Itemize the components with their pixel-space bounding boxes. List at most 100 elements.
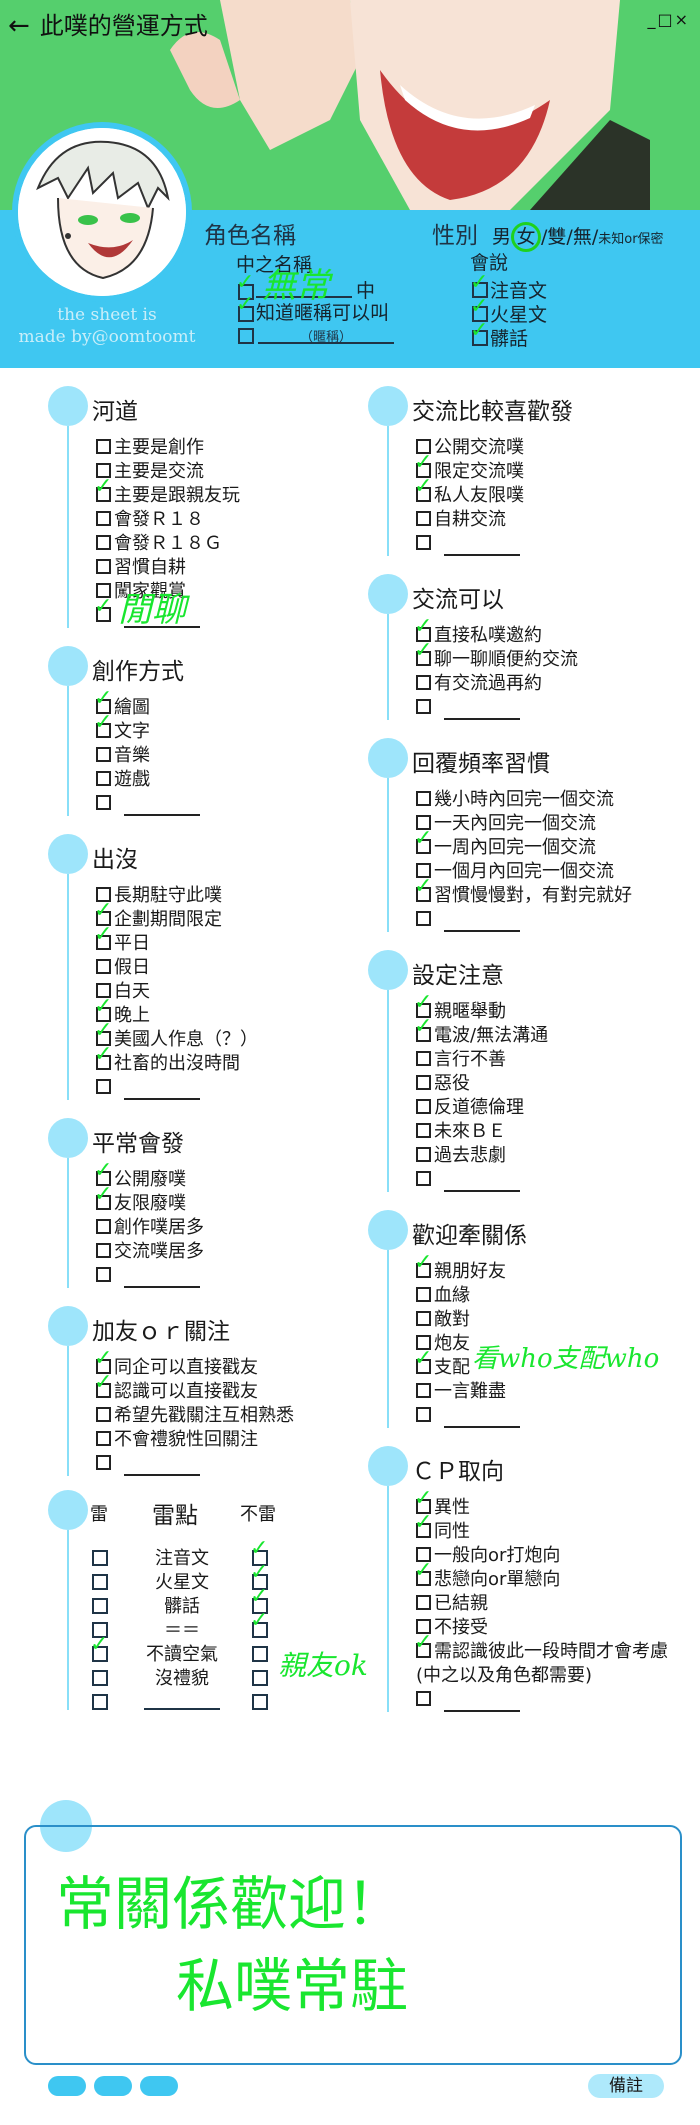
speaks-checkbox[interactable]	[472, 282, 488, 298]
thunder-checkbox[interactable]	[92, 1670, 108, 1686]
option-row[interactable]: 已結親	[416, 1592, 488, 1616]
option-checkbox[interactable]	[96, 1055, 111, 1070]
option-blank-line[interactable]	[124, 1458, 200, 1476]
option-checkbox[interactable]	[416, 1075, 431, 1090]
option-checkbox[interactable]	[96, 959, 111, 974]
option-row[interactable]: 反道德倫理	[416, 1096, 524, 1120]
option-row[interactable]: (中之以及角色都需要)	[416, 1664, 592, 1688]
option-checkbox[interactable]	[96, 1383, 111, 1398]
option-row[interactable]: 繪圖	[96, 696, 150, 720]
option-checkbox[interactable]	[416, 1359, 431, 1374]
option-checkbox[interactable]	[96, 935, 111, 950]
option-checkbox[interactable]	[416, 791, 431, 806]
option-row[interactable]: 文字	[96, 720, 150, 744]
option-checkbox[interactable]	[416, 1311, 431, 1326]
option-checkbox[interactable]	[96, 1267, 111, 1282]
gender-unknown[interactable]: 未知or保密	[598, 232, 664, 247]
option-checkbox[interactable]	[96, 771, 111, 786]
option-row[interactable]: 惡役	[416, 1072, 470, 1096]
option-row[interactable]: 電波/無法溝通	[416, 1024, 548, 1048]
nickname-blank-checkbox[interactable]	[238, 328, 254, 344]
option-row[interactable]: 音樂	[96, 744, 150, 768]
option-row[interactable]: 公開廢噗	[96, 1168, 186, 1192]
option-row[interactable]: 有交流過再約	[416, 672, 542, 696]
option-row[interactable]: 自耕交流	[416, 508, 506, 532]
window-controls[interactable]: _□×	[647, 10, 690, 29]
option-checkbox[interactable]	[96, 1219, 111, 1234]
option-checkbox[interactable]	[96, 1431, 111, 1446]
option-row[interactable]: 不接受	[416, 1616, 488, 1640]
option-checkbox[interactable]	[96, 1243, 111, 1258]
option-checkbox[interactable]	[416, 651, 431, 666]
option-row[interactable]: 血緣	[416, 1284, 470, 1308]
option-row[interactable]: 炮友	[416, 1332, 470, 1356]
gender-others[interactable]: /雙/無/	[541, 226, 599, 248]
option-checkbox[interactable]	[96, 887, 111, 902]
option-checkbox[interactable]	[416, 1619, 431, 1634]
not-thunder-checkbox[interactable]	[252, 1574, 268, 1590]
option-row[interactable]: 會發Ｒ１８Ｇ	[96, 532, 222, 556]
speaks-option-label[interactable]: 注音文	[490, 280, 548, 302]
option-row[interactable]	[96, 604, 200, 628]
option-row[interactable]	[416, 696, 520, 720]
option-row[interactable]: 美國人作息（？）	[96, 1028, 258, 1052]
gender-male[interactable]: 男	[492, 226, 512, 248]
option-checkbox[interactable]	[416, 511, 431, 526]
nickname-checkbox[interactable]	[238, 306, 254, 322]
option-row[interactable]: 未來ＢＥ	[416, 1120, 506, 1144]
option-checkbox[interactable]	[96, 699, 111, 714]
cn-name-checkbox[interactable]	[238, 284, 254, 300]
option-checkbox[interactable]	[96, 795, 111, 810]
option-checkbox[interactable]	[96, 983, 111, 998]
option-row[interactable]: 主要是創作	[96, 436, 204, 460]
option-checkbox[interactable]	[96, 583, 111, 598]
option-row[interactable]: 交流噗居多	[96, 1240, 204, 1264]
option-row[interactable]: 一般向or打炮向	[416, 1544, 560, 1568]
nickname-option[interactable]: 知道暱稱可以叫	[256, 302, 390, 324]
option-checkbox[interactable]	[416, 1335, 431, 1350]
option-checkbox[interactable]	[416, 1547, 431, 1562]
page-dot-2[interactable]	[94, 2076, 132, 2096]
option-row[interactable]: 會發Ｒ１８	[96, 508, 204, 532]
option-checkbox[interactable]	[416, 911, 431, 926]
option-row[interactable]: 親朋好友	[416, 1260, 506, 1284]
option-row[interactable]: 親暱舉動	[416, 1000, 506, 1024]
option-row[interactable]: 過去悲劇	[416, 1144, 506, 1168]
thunder-checkbox[interactable]	[92, 1550, 108, 1566]
option-checkbox[interactable]	[416, 1523, 431, 1538]
option-checkbox[interactable]	[416, 1147, 431, 1162]
thunder-checkbox[interactable]	[92, 1622, 108, 1638]
option-checkbox[interactable]	[96, 1079, 111, 1094]
option-row[interactable]: 白天	[96, 980, 150, 1004]
option-checkbox[interactable]	[416, 699, 431, 714]
note-button[interactable]: 備註	[588, 2074, 664, 2098]
option-row[interactable]	[416, 1404, 520, 1428]
option-row[interactable]: 遊戲	[96, 768, 150, 792]
not-thunder-checkbox[interactable]	[252, 1670, 268, 1686]
option-row[interactable]: 友限廢噗	[96, 1192, 186, 1216]
option-row[interactable]: 創作噗居多	[96, 1216, 204, 1240]
option-checkbox[interactable]	[416, 839, 431, 854]
option-checkbox[interactable]	[96, 1195, 111, 1210]
option-row[interactable]: 限定交流噗	[416, 460, 524, 484]
option-checkbox[interactable]	[416, 1051, 431, 1066]
option-row[interactable]	[96, 1264, 200, 1288]
option-checkbox[interactable]	[96, 535, 111, 550]
option-row[interactable]: 公開交流噗	[416, 436, 524, 460]
option-checkbox[interactable]	[416, 1571, 431, 1586]
not-thunder-checkbox[interactable]	[252, 1694, 268, 1710]
option-row[interactable]	[96, 1076, 200, 1100]
memo-box[interactable]: 常關係歡迎！ 私噗常駐	[24, 1825, 682, 2065]
option-row[interactable]: 聊一聊順便約交流	[416, 648, 578, 672]
option-checkbox[interactable]	[96, 723, 111, 738]
option-blank-line[interactable]	[124, 1082, 200, 1100]
option-row[interactable]: 闖家觀賞	[96, 580, 186, 604]
option-checkbox[interactable]	[416, 487, 431, 502]
option-row[interactable]	[416, 1168, 520, 1192]
option-row[interactable]: 需認識彼此一段時間才會考慮	[416, 1640, 668, 1664]
option-row[interactable]: 一天內回完一個交流	[416, 812, 596, 836]
option-checkbox[interactable]	[96, 439, 111, 454]
gender-selected[interactable]: 女	[511, 222, 542, 252]
option-row[interactable]: 言行不善	[416, 1048, 506, 1072]
option-row[interactable]: 同性	[416, 1520, 470, 1544]
